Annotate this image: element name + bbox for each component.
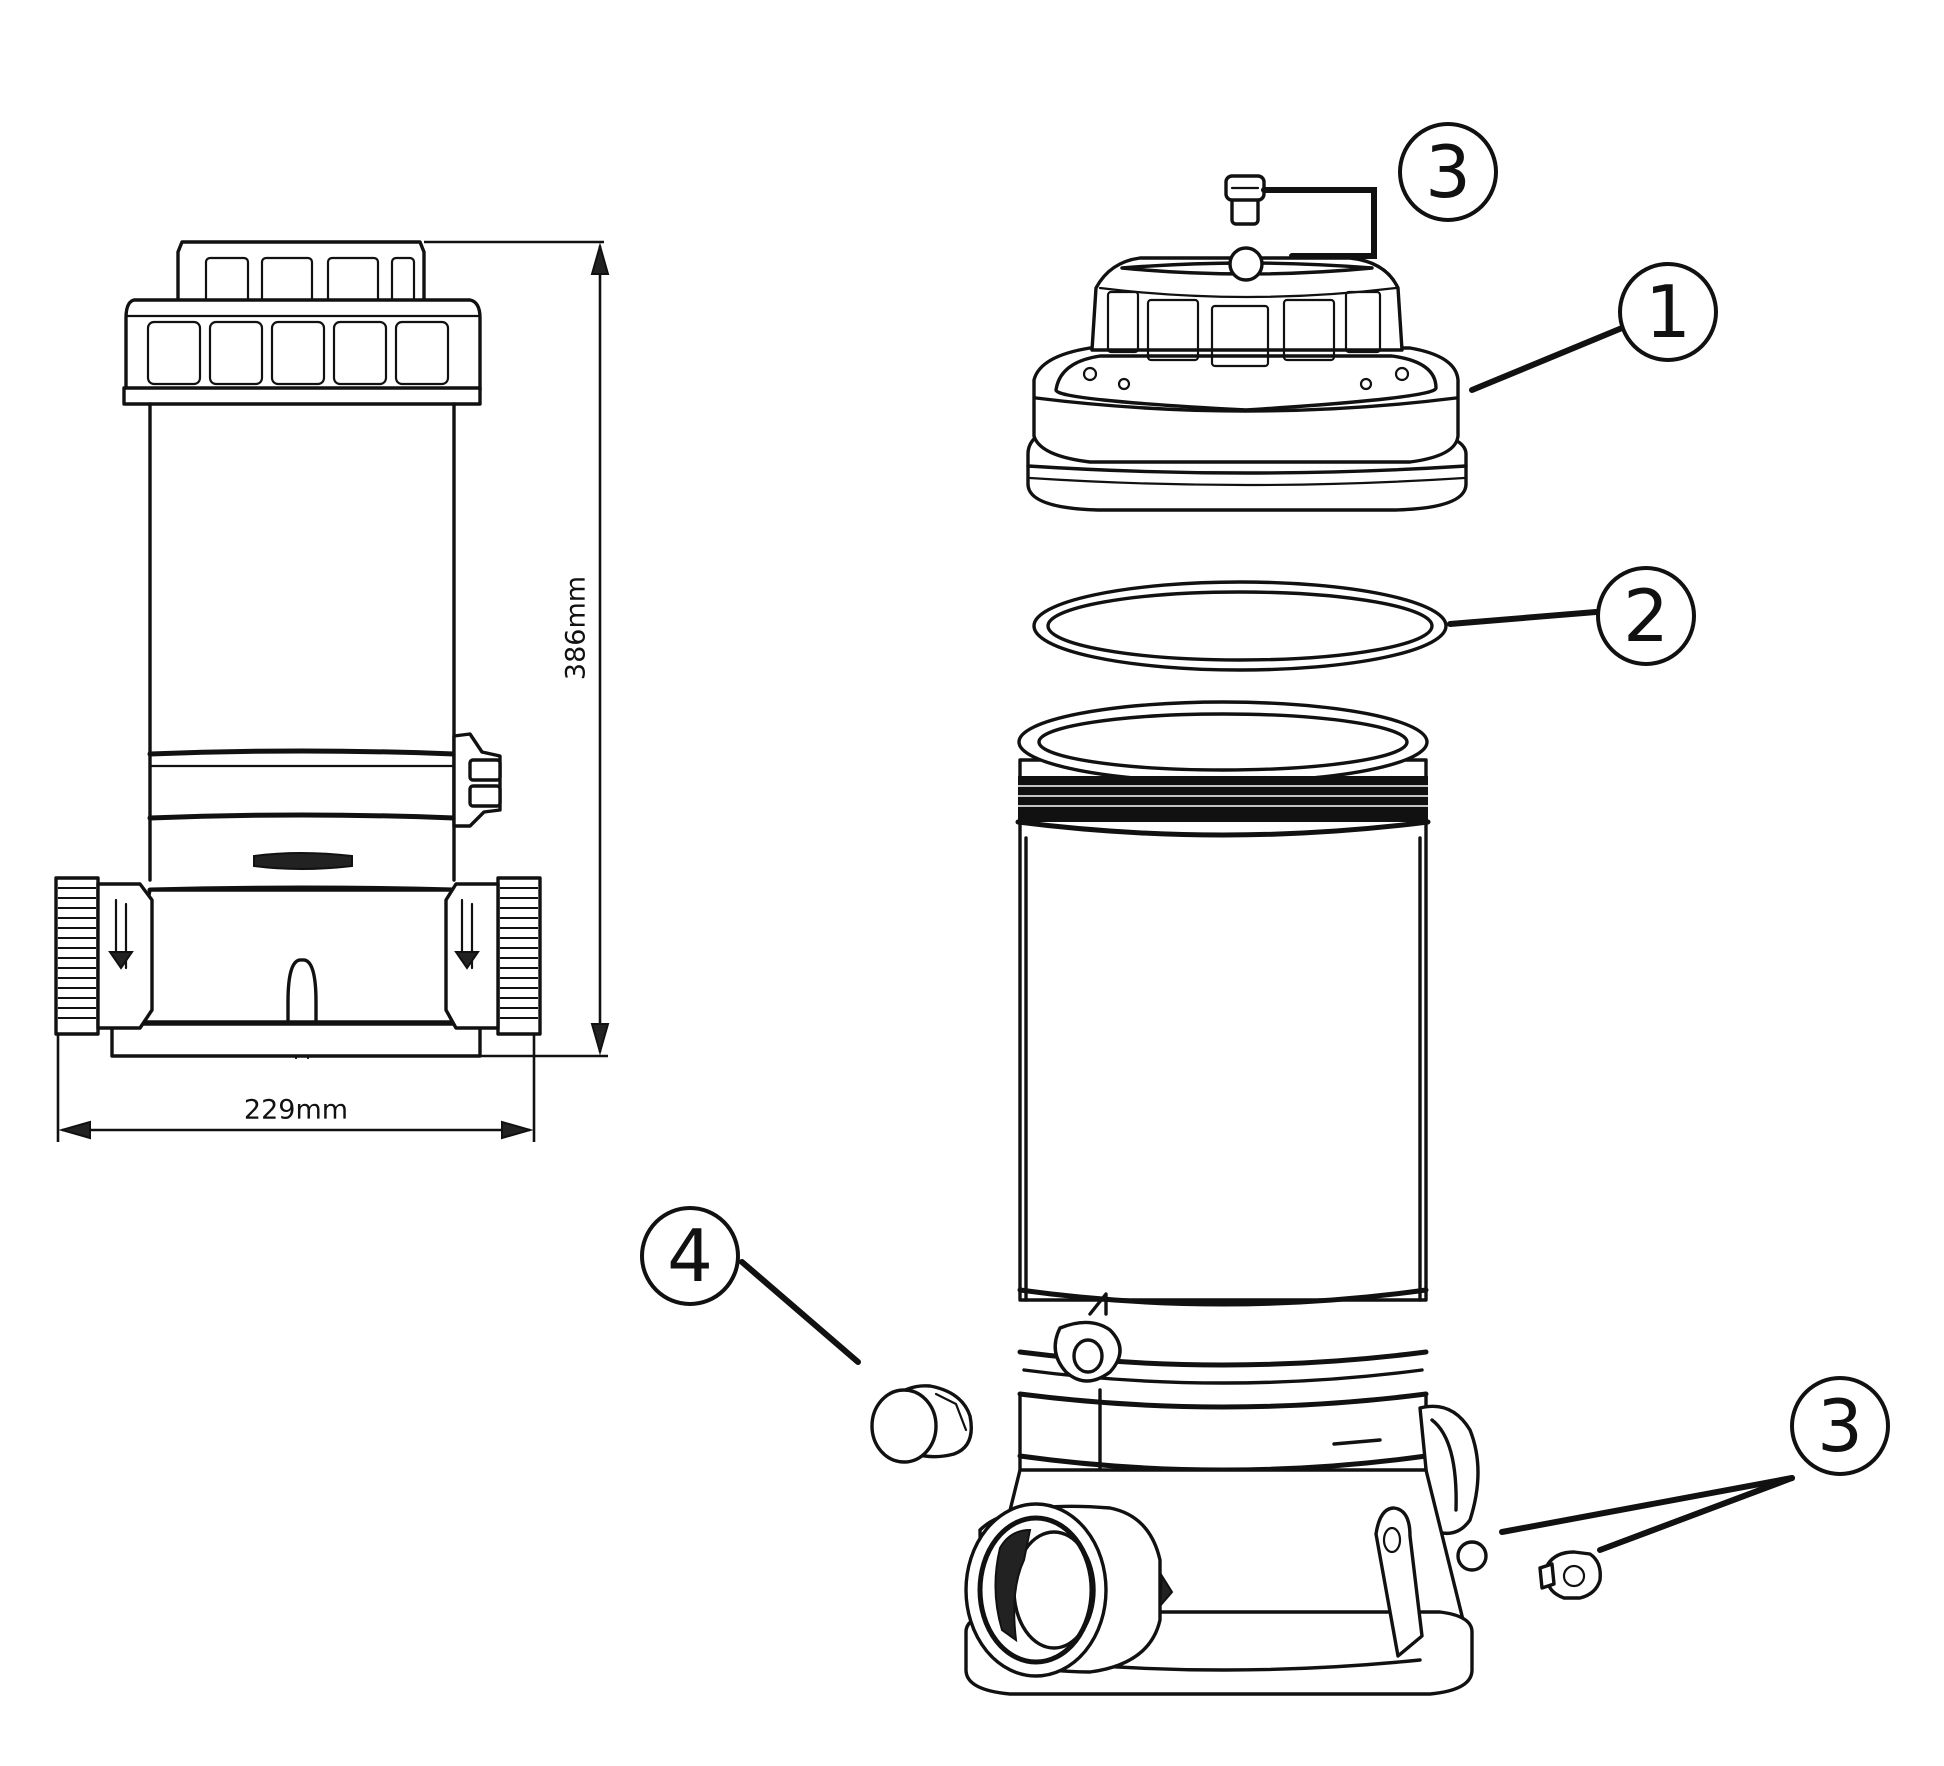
height-dimension: 386mm [424, 240, 610, 1058]
width-dimension: 229mm [56, 1034, 536, 1142]
exploded-view: 3 1 2 4 3 [640, 122, 1890, 1696]
elevation-inlet-left [54, 876, 154, 1036]
callout-2: 2 [1596, 566, 1696, 666]
top-valve-part [1224, 174, 1266, 226]
elevation-view: 386mm 229mm [54, 240, 610, 1142]
leader-lines [739, 187, 1795, 1553]
elevation-lid-rim [122, 386, 482, 406]
callout-4-number: 4 [667, 1214, 713, 1298]
elevation-side-valve [452, 732, 502, 828]
elevation-drain [286, 958, 318, 1024]
height-dimension-label: 386mm [561, 576, 592, 680]
canister-base [964, 1468, 1474, 1696]
lid-part [1026, 246, 1468, 512]
canister-body [1015, 700, 1488, 1572]
elevation-lid [124, 298, 482, 392]
callout-2-number: 2 [1623, 574, 1669, 658]
elevation-logo-mark [253, 852, 353, 870]
callout-3-side-number: 3 [1817, 1384, 1863, 1468]
callout-3-side: 3 [1790, 1376, 1890, 1476]
elevation-base-plate [110, 1022, 482, 1058]
callout-1: 1 [1618, 262, 1718, 362]
callout-1-number: 1 [1645, 270, 1691, 354]
o-ring-part [1032, 580, 1448, 672]
width-dimension-label: 229mm [244, 1095, 348, 1126]
callout-4: 4 [640, 1206, 740, 1306]
callout-3-top-number: 3 [1425, 130, 1471, 214]
elevation-top-knob [176, 240, 426, 310]
callout-3-top: 3 [1398, 122, 1498, 222]
cap-part [870, 1384, 973, 1464]
elevation-outlet-right [444, 876, 542, 1036]
side-valve-part [1538, 1550, 1602, 1600]
